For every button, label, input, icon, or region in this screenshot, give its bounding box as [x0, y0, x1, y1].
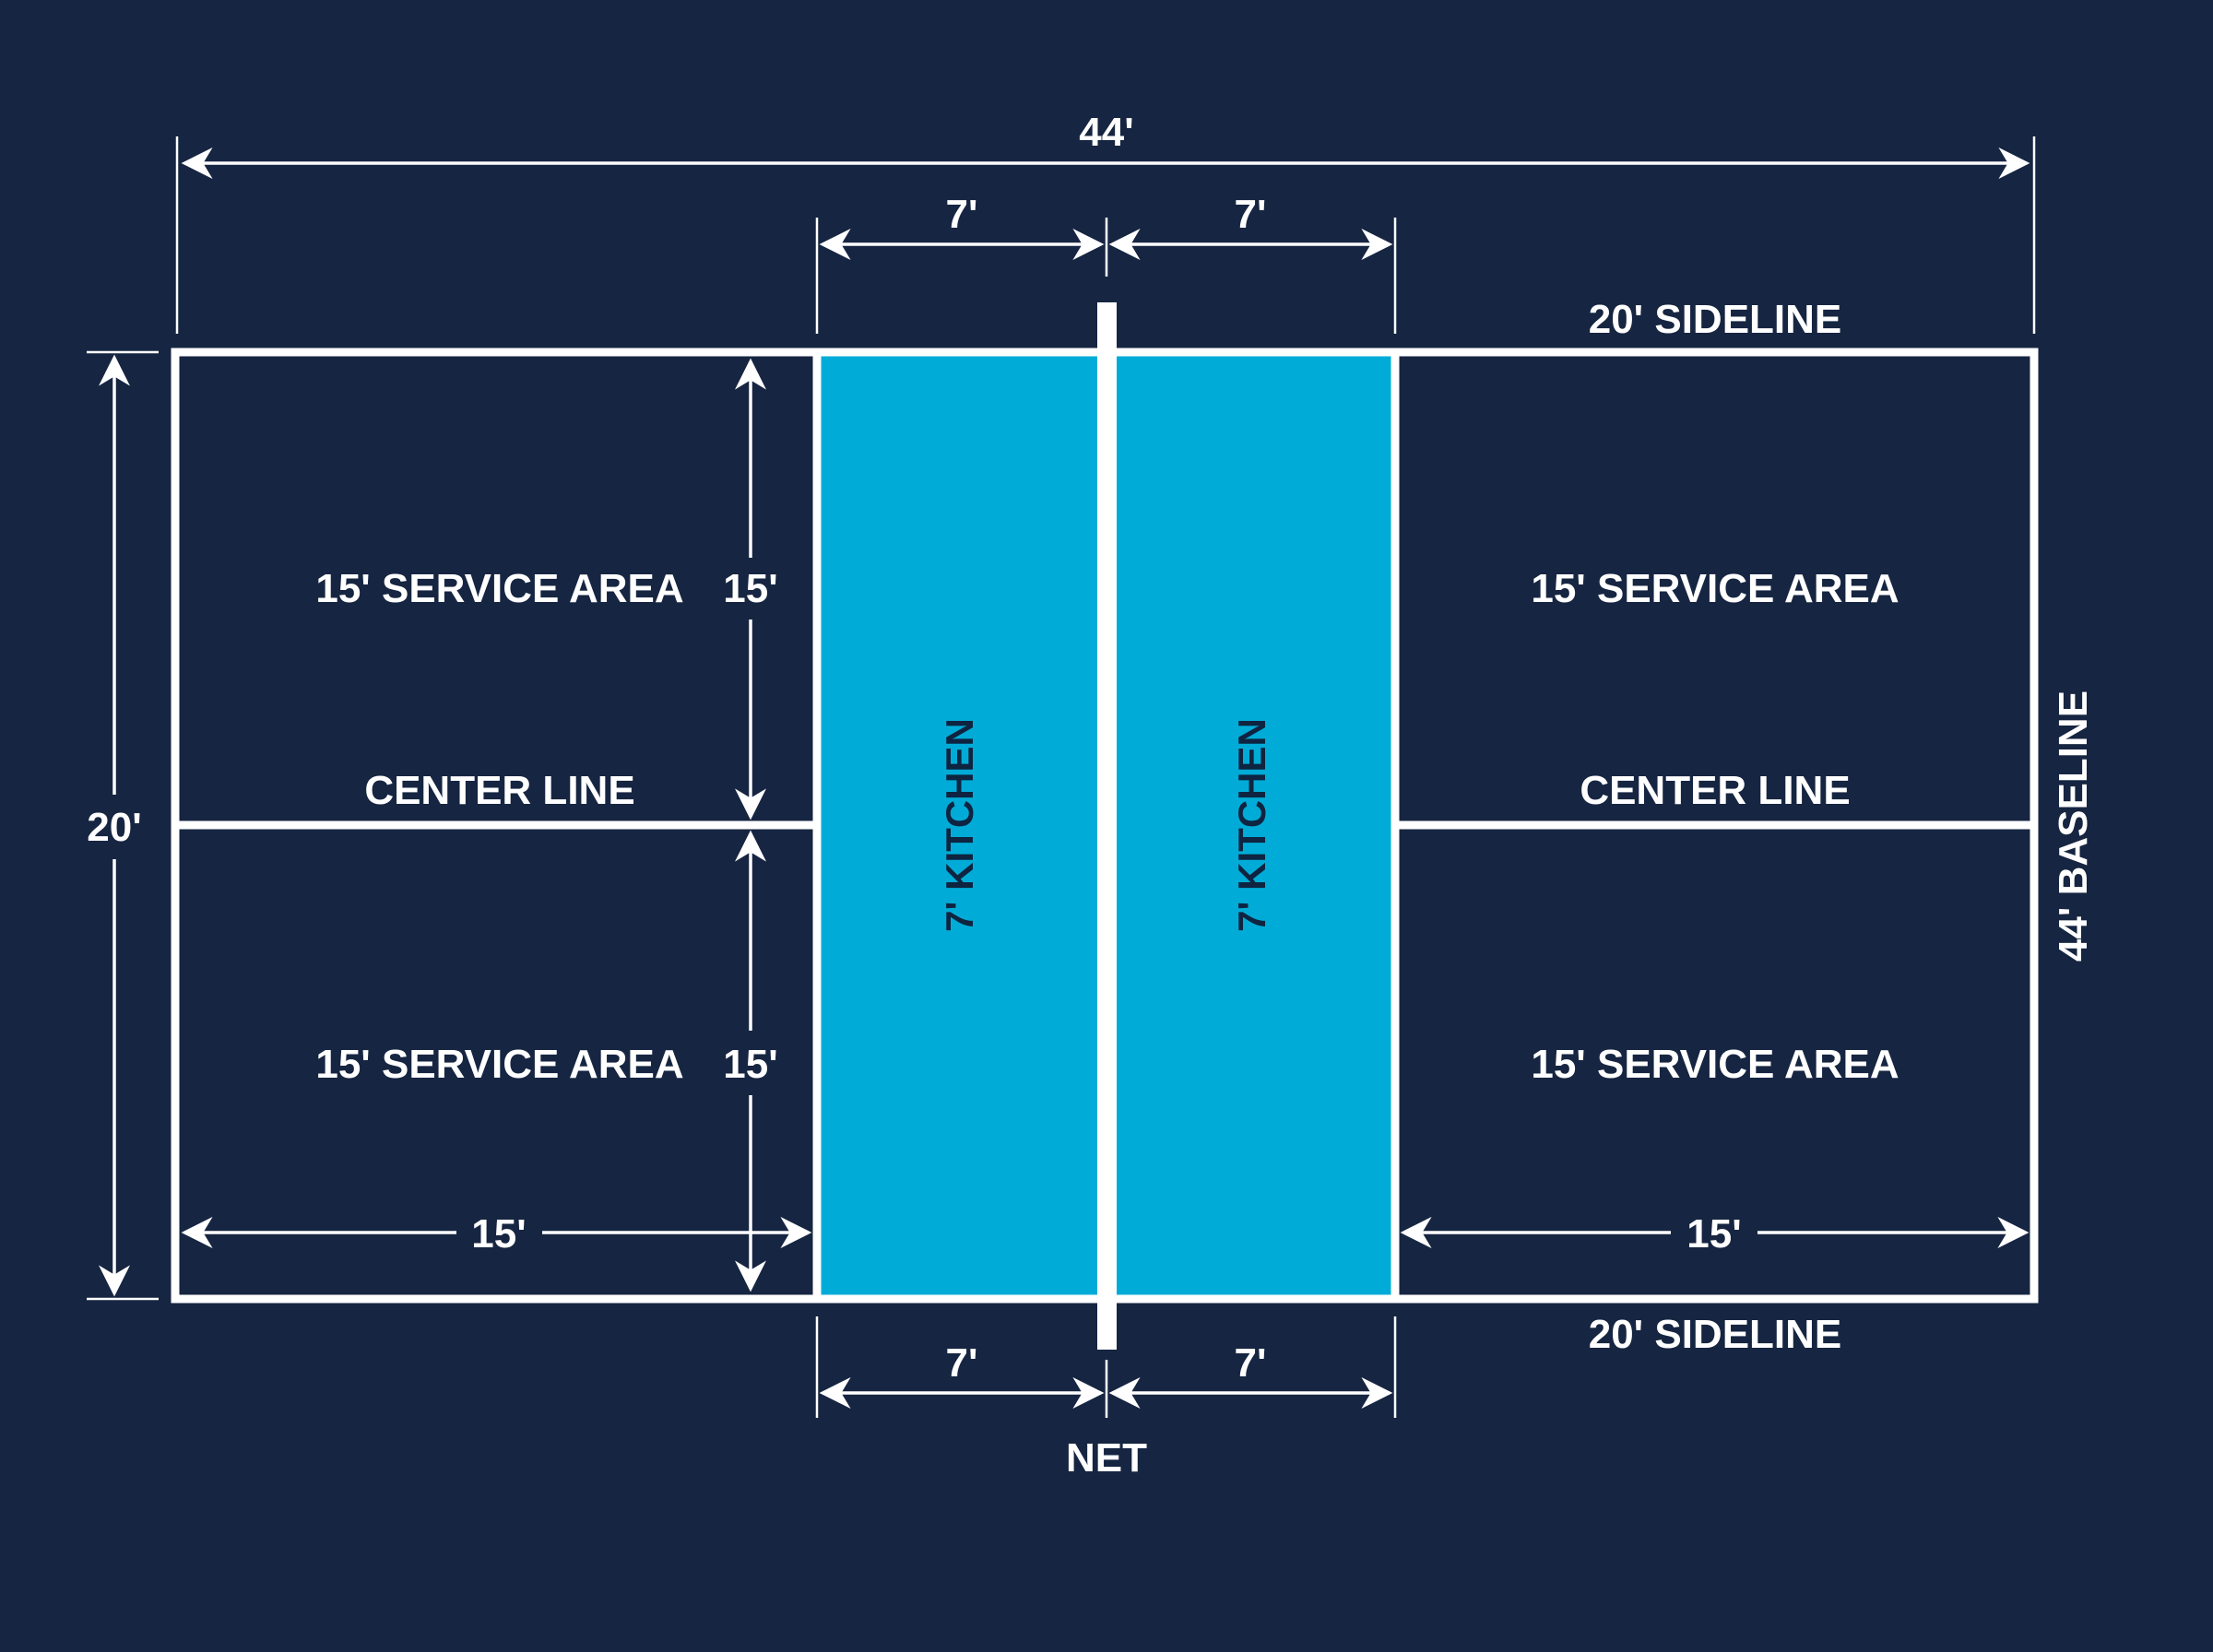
net-post: [1097, 302, 1117, 1350]
center-line-right-label: CENTER LINE: [1580, 768, 1850, 813]
kitchen-zone-left: [817, 356, 1106, 1295]
kitchen-right-label: 7' KITCHEN: [1230, 718, 1273, 932]
service-area-right-top-label: 15' SERVICE AREA: [1531, 566, 1899, 611]
service-depth-right-label: 15': [1686, 1211, 1741, 1257]
service-area-left-top-label: 15' SERVICE AREA: [315, 566, 683, 611]
kitchen-dim-top-right-label: 7': [1235, 192, 1267, 237]
overall-length-label: 44': [1079, 110, 1133, 155]
service-area-left-bottom-label: 15' SERVICE AREA: [315, 1042, 683, 1087]
service-area-right-bottom-label: 15' SERVICE AREA: [1531, 1042, 1899, 1087]
half-width-upper-label: 15': [723, 566, 777, 611]
center-line-left-label: CENTER LINE: [364, 768, 634, 813]
sideline-top-label: 20' SIDELINE: [1589, 297, 1842, 342]
sideline-bottom-label: 20' SIDELINE: [1589, 1312, 1842, 1357]
kitchen-left-label: 7' KITCHEN: [938, 718, 981, 932]
service-depth-left-label: 15': [471, 1211, 526, 1257]
overall-width-label: 20': [87, 805, 141, 850]
kitchen-dim-bottom-right-label: 7': [1235, 1340, 1267, 1386]
kitchen-zone-right: [1106, 356, 1395, 1295]
kitchen-dim-bottom-left-label: 7': [946, 1340, 978, 1386]
kitchen-dim-top-left-label: 7': [946, 192, 978, 237]
half-width-lower-label: 15': [723, 1042, 777, 1087]
net-label: NET: [1066, 1435, 1147, 1481]
baseline-label: 44' BASELINE: [2051, 690, 2096, 962]
